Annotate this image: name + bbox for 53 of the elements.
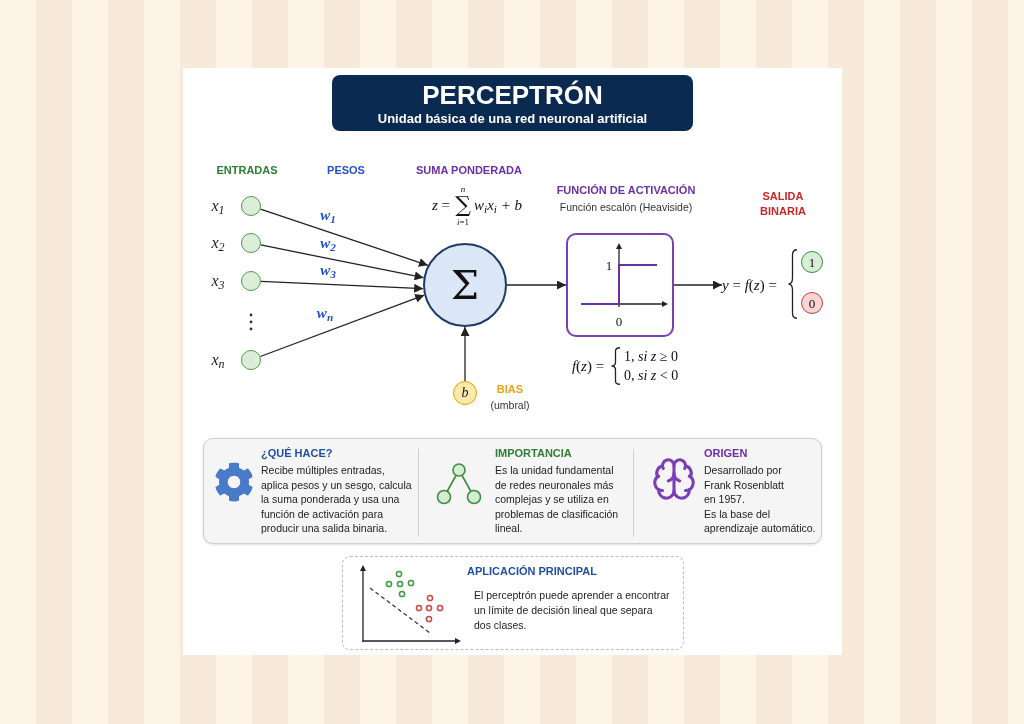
section-heading: IMPORTANCIA bbox=[495, 446, 573, 460]
input-variable-label: x$_{n}$ bbox=[211, 352, 225, 368]
bias-description: (umbral) bbox=[490, 399, 530, 411]
formula-text: 0, si z < 0 bbox=[624, 366, 679, 385]
column-heading: ENTRADAS bbox=[216, 162, 278, 178]
input-variable-label: x$_{2}$ bbox=[211, 235, 225, 251]
column-heading: SUMA PONDERADA bbox=[416, 162, 522, 178]
output-value: 0 bbox=[808, 296, 816, 310]
arrow bbox=[260, 280, 424, 293]
section-text: El perceptrón puede aprender a encontrar un límite de decisión lineal que separa dos clases. bbox=[474, 588, 671, 633]
section-heading: SALIDA BINARIA bbox=[759, 189, 807, 219]
section-heading: ORIGEN bbox=[704, 446, 749, 460]
subheading: Función escalón (Heaviside) bbox=[559, 200, 693, 216]
formula-text: w$_{i}$x$_{i}$ + b bbox=[474, 195, 523, 217]
activation-function-box bbox=[566, 233, 674, 337]
section-heading: APLICACIÓN PRINCIPAL bbox=[467, 564, 597, 578]
weight-label: w$_{3}$ bbox=[320, 262, 336, 278]
application-box bbox=[342, 556, 684, 650]
title: PERCEPTRÓN bbox=[422, 79, 603, 110]
output-equation: y = f(z) = bbox=[722, 277, 777, 293]
section-heading: ¿QUÉ HACE? bbox=[261, 446, 334, 460]
axis-label: 0 bbox=[615, 314, 623, 328]
subtitle: Unidad básica de una red neuronal artificial bbox=[377, 109, 648, 127]
section-text: Es la unidad fundamental de redes neuronales más complejas y se utiliza en problemas de clasificación lineal. bbox=[495, 463, 620, 536]
column-heading: PESOS bbox=[327, 162, 365, 178]
input-variable-label: x$_{1}$ bbox=[211, 198, 225, 214]
section-text: Es la base del aprendizaje automático. bbox=[704, 506, 817, 536]
summation-symbol: ∑ bbox=[455, 194, 471, 216]
weight-label: w$_{1}$ bbox=[320, 207, 336, 223]
arrow bbox=[673, 280, 723, 290]
arrow bbox=[259, 294, 425, 358]
weight-label: w$_{2}$ bbox=[320, 235, 336, 251]
arrow bbox=[260, 244, 425, 281]
section-text: Recibe múltiples entradas, aplica pesos y un sesgo, calcula la suma ponderada y usa una función de activación para producir una salida binaria. bbox=[261, 463, 413, 536]
info-panel bbox=[203, 438, 822, 544]
arrow bbox=[259, 208, 429, 267]
section-text: Desarrollado por Frank Rosenblatt en 1957. bbox=[704, 463, 785, 507]
axis-label: 1 bbox=[605, 258, 613, 272]
bias-symbol: b bbox=[461, 386, 469, 400]
sigma-symbol: Σ bbox=[450, 265, 480, 305]
arrow bbox=[506, 280, 567, 290]
formula-text: f(z) = bbox=[571, 356, 605, 376]
summation-limit: n bbox=[460, 184, 466, 194]
bias-label: BIAS bbox=[496, 383, 524, 395]
output-value: 1 bbox=[808, 255, 816, 269]
summation-limit: i=1 bbox=[456, 217, 470, 227]
formula-text: z = bbox=[431, 195, 451, 215]
section-heading: FUNCIÓN DE ACTIVACIÓN bbox=[556, 182, 696, 198]
weight-label: w$_{n}$ bbox=[316, 305, 334, 321]
arrow bbox=[460, 326, 470, 382]
input-variable-label: x$_{3}$ bbox=[211, 273, 225, 289]
title-banner bbox=[332, 75, 693, 131]
formula-text: 1, si z ≥ 0 bbox=[624, 347, 678, 366]
